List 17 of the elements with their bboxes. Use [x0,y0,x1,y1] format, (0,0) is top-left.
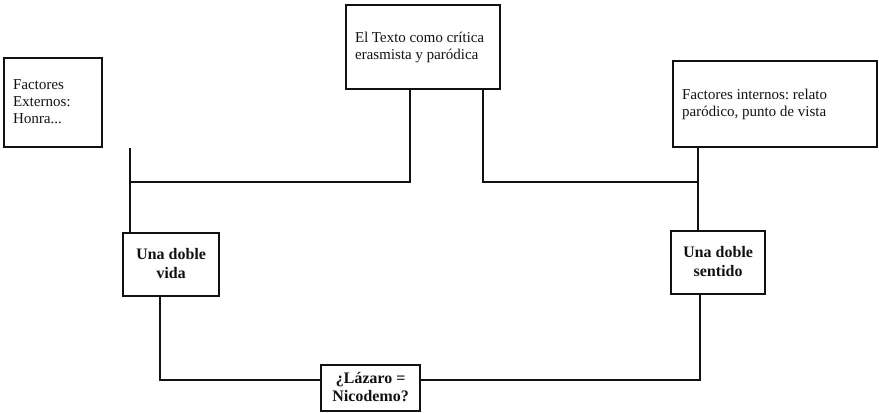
text-box [670,230,766,295]
box-label: Factores internos: relato paródico, punto de vista [682,86,828,122]
text-box [3,57,103,148]
connector-line [697,148,699,230]
connector-line [159,297,320,381]
text-box [672,60,878,148]
connector-line [129,90,411,183]
box-label: Una doble sentido [682,244,754,281]
box-label: Una doble vida [135,246,207,283]
connector-line [482,90,699,183]
text-box [345,4,501,90]
box-label: El Texto como crítica erasmista y paródica [355,30,486,64]
box-label: Factores Externos: Honra... [13,76,72,128]
text-box [122,232,220,297]
connector-line [421,295,701,381]
box-label: ¿Lázaro = Nicodemo? [331,370,410,406]
text-box [320,364,421,412]
